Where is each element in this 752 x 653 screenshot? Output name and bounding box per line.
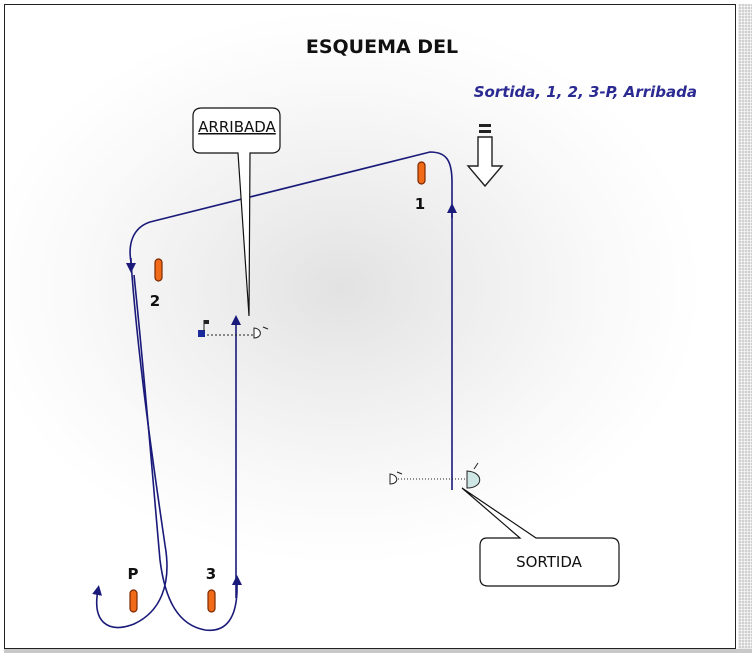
scroll-strip <box>738 4 752 649</box>
buoy-p <box>129 589 138 613</box>
course-track <box>92 151 453 629</box>
committee-boat-icon <box>466 462 481 489</box>
buoy-3 <box>207 589 216 613</box>
arrival-callout-text: ARRIBADA <box>198 118 276 136</box>
start-boat-icon <box>389 471 403 485</box>
arrival-callout: ARRIBADA <box>192 107 281 317</box>
buoy-label-2: 2 <box>150 292 160 310</box>
diagram-subtitle: Sortida, 1, 2, 3-P, Arribada <box>474 83 697 101</box>
bottom-shadow <box>4 649 752 653</box>
buoy-2 <box>154 258 163 282</box>
buoy-label-1: 1 <box>415 195 425 213</box>
buoy-1 <box>417 161 426 185</box>
diagram-title: ESQUEMA DEL <box>306 36 458 58</box>
wind-arrow-icon <box>466 124 504 188</box>
start-callout-text: SORTIDA <box>516 553 583 571</box>
arrival-boat-icon <box>253 326 269 339</box>
buoy-label-p: P <box>128 565 139 583</box>
start-callout: SORTIDA <box>461 487 620 587</box>
loop-track <box>133 274 242 632</box>
arrival-flag-icon <box>198 320 209 337</box>
buoy-label-3: 3 <box>206 565 216 583</box>
